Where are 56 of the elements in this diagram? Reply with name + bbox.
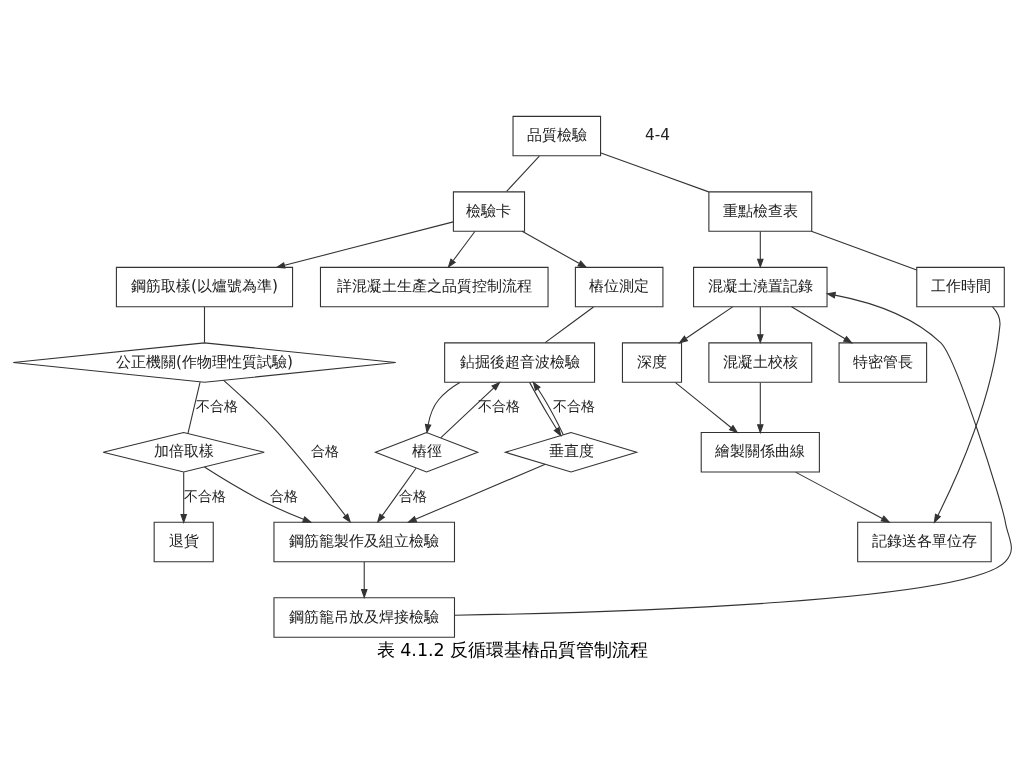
arrow (406, 463, 546, 523)
connector (599, 152, 709, 192)
node-box: 特密管長 (838, 341, 927, 383)
edge-label: 不合格 (477, 397, 520, 414)
node-box: 鋼筋籠製作及組立檢驗 (272, 521, 455, 562)
node-box: 鋼筋籠吊放及焊接檢驗 (272, 596, 455, 638)
node-diamond: 公正機關(作物理性質試驗) (12, 341, 396, 383)
arrow (756, 381, 764, 434)
arrow (794, 471, 891, 523)
node-box: 繪製關係曲線 (700, 431, 820, 472)
node-box: 品質檢驗 (512, 115, 601, 156)
arrow (222, 379, 351, 523)
arrow (677, 305, 733, 344)
arrow (179, 471, 187, 524)
arrow (424, 381, 460, 434)
arrow (521, 230, 587, 268)
node-box: 混凝土校核 (707, 341, 812, 383)
node-box: 重點檢查表 (707, 190, 812, 232)
edge-label: 不合格 (195, 397, 238, 414)
arrow (933, 305, 1001, 524)
connector (810, 230, 917, 270)
arrow (447, 230, 475, 268)
node-diamond: 垂直度 (503, 431, 639, 473)
node-box: 詳混凝土生產之品質控制流程 (319, 266, 549, 307)
edge-label: 合格 (269, 487, 298, 504)
node-box: 檢驗卡 (452, 190, 525, 232)
node-diamond: 樁徑 (373, 431, 479, 473)
node-box: 工作時間 (915, 266, 1005, 307)
edge-label: 合格 (310, 442, 339, 459)
arrow (674, 381, 738, 434)
node-box: 鉆掘後超音波檢驗 (443, 341, 595, 383)
arrow (360, 560, 368, 599)
node-box: 記錄送各單位存 (856, 521, 992, 562)
edge-label: 不合格 (552, 397, 595, 414)
node-box: 混凝土澆置記錄 (692, 266, 828, 307)
connector (544, 306, 594, 343)
label: 4-4 (644, 125, 670, 144)
node-diamond: 加倍取樣 (102, 431, 265, 473)
arrow (376, 467, 417, 523)
arrow (790, 305, 853, 344)
node-box: 鋼筋取樣(以爐號為準) (115, 266, 293, 307)
connector (505, 155, 540, 192)
arrow (756, 306, 764, 344)
arrow (274, 220, 454, 269)
caption: 表 4.1.2 反循環基樁品質管制流程 (376, 639, 648, 660)
arrow (439, 381, 501, 438)
arrow (453, 291, 1012, 616)
connector (186, 381, 201, 434)
node-box: 樁位測定 (574, 266, 663, 307)
node-box: 退貨 (153, 521, 214, 562)
edge-label: 合格 (398, 487, 427, 504)
arrow (756, 230, 764, 269)
node-box: 深度 (621, 341, 682, 383)
connector (203, 306, 205, 343)
edge-label: 不合格 (183, 487, 226, 504)
arrow (203, 466, 312, 523)
